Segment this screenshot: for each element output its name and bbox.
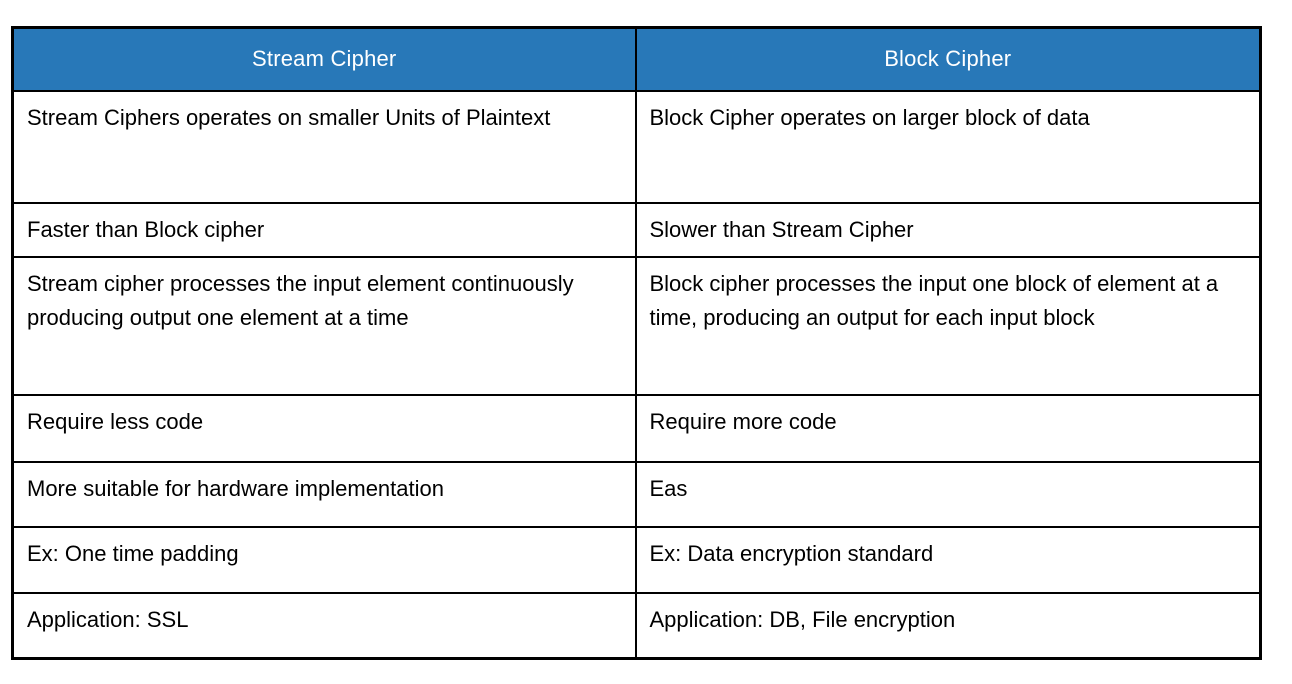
table-cell: Block Cipher operates on larger block of…: [634, 89, 1262, 204]
table-row: More suitable for hardware implementatio…: [11, 460, 1262, 528]
table-row: Stream cipher processes the input elemen…: [11, 255, 1262, 396]
table-row: Stream Ciphers operates on smaller Units…: [11, 89, 1262, 204]
table-cell: Stream cipher processes the input elemen…: [11, 255, 637, 396]
table-cell: Ex: Data encryption standard: [634, 525, 1262, 594]
table-cell: Stream Ciphers operates on smaller Units…: [11, 89, 637, 204]
table-cell: Block cipher processes the input one blo…: [634, 255, 1262, 396]
table-cell: Eas: [634, 460, 1262, 528]
table-cell: Ex: One time padding: [11, 525, 637, 594]
table-cell: Faster than Block cipher: [11, 201, 637, 258]
table-cell: Require more code: [634, 393, 1262, 463]
column-header-block-cipher: Block Cipher: [634, 26, 1262, 92]
table-cell: Require less code: [11, 393, 637, 463]
table-cell: Application: SSL: [11, 591, 637, 660]
table-body: Stream Ciphers operates on smaller Units…: [11, 89, 1262, 660]
cipher-comparison-table: Stream Cipher Block Cipher Stream Cipher…: [11, 26, 1262, 660]
header-row: Stream Cipher Block Cipher: [11, 26, 1262, 92]
table-cell: Application: DB, File encryption: [634, 591, 1262, 660]
table-cell: Slower than Stream Cipher: [634, 201, 1262, 258]
column-header-stream-cipher: Stream Cipher: [11, 26, 637, 92]
table-cell: More suitable for hardware implementatio…: [11, 460, 637, 528]
table-header: Stream Cipher Block Cipher: [11, 26, 1262, 92]
